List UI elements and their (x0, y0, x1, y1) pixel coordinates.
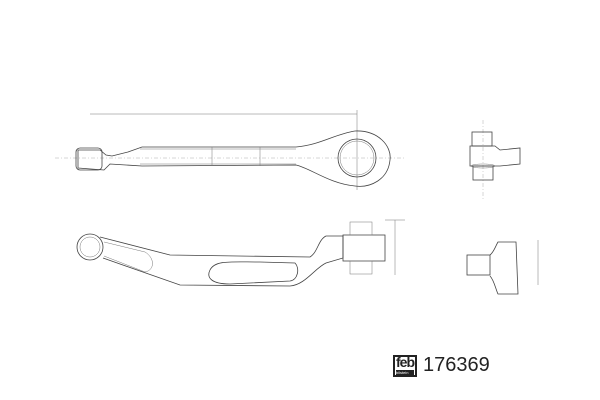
end-view-top (469, 120, 521, 200)
logo-text: febi (396, 354, 418, 370)
logo-subtext: bilstein (396, 370, 414, 375)
febi-logo: febi bilstein (393, 354, 418, 377)
part-number: 176369 (423, 354, 490, 376)
dimension-length (90, 110, 358, 190)
top-view (55, 130, 405, 187)
end-view-bottom (466, 240, 539, 295)
side-view (76, 219, 405, 287)
